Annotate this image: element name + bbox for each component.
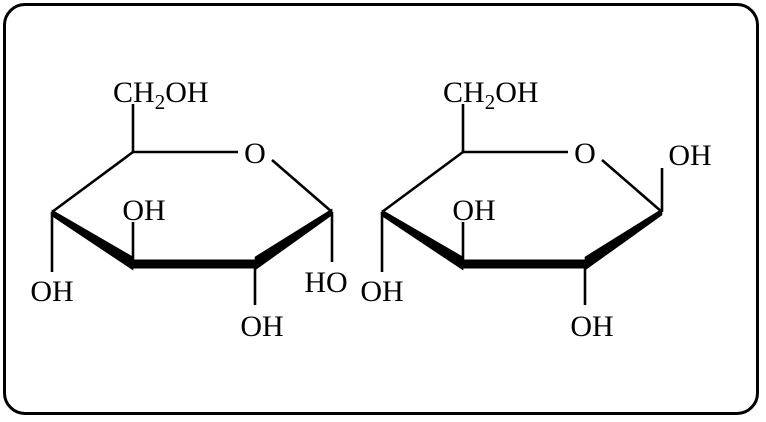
bond-c2-c1-wedge-beta [584,208,663,271]
bond-o5-c1-beta [601,159,663,213]
figure-border [3,3,759,415]
bond-o5-c1-alpha [271,159,333,213]
label-c6-hydroxymethyl-beta: CH2OH [443,76,539,114]
bond-c4-c5-alpha [51,150,134,214]
structure-beta-d-glucose: CH2OH O OH OH OH OH [360,76,711,343]
label-ring-oxygen-beta: O [574,137,596,170]
label-c3-hydroxyl-alpha: OH [122,194,165,227]
label-c1-anomeric-hydroxyl-beta: OH [668,139,711,172]
label-c2-hydroxyl-beta: OH [570,310,613,343]
structure-alpha-d-glucose: CH2OH O OH OH OH HO [30,76,347,343]
ring-front-bonds-beta [381,208,663,271]
ring-back-bonds-alpha [51,150,333,214]
label-c4-hydroxyl-alpha: OH [30,275,73,308]
ring-back-bonds-beta [381,150,663,214]
substituent-bonds-alpha [50,104,334,305]
label-c4-hydroxyl-beta: OH [360,275,403,308]
bond-c2-c1-wedge-alpha [254,208,333,271]
ring-front-bonds-alpha [51,208,333,271]
label-c6-hydroxymethyl-alpha: CH2OH [113,76,209,114]
label-c1-anomeric-hydroxyl-alpha: HO [304,266,347,299]
label-c2-hydroxyl-alpha: OH [240,310,283,343]
label-ring-oxygen-alpha: O [244,137,266,170]
substituent-bonds-beta [380,104,664,305]
bond-c4-c3-wedge-alpha [51,209,134,271]
bond-c4-c3-wedge-beta [381,209,464,271]
bond-c4-c5-beta [381,150,464,214]
label-c3-hydroxyl-beta: OH [452,194,495,227]
